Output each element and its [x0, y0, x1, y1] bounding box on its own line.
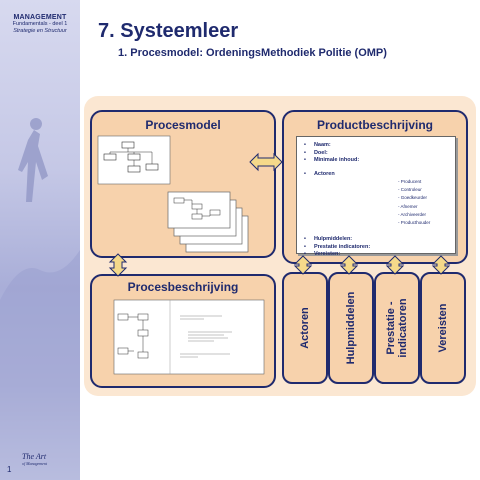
sidebar-figure-image: [0, 118, 80, 480]
actor-producthouder: Producthouder: [398, 219, 431, 227]
column-vereisten: Vereisten: [420, 272, 466, 384]
arrow-procesmodel-procesbeschrijving: [108, 253, 128, 277]
page-title: 7. Systeemleer: [98, 20, 239, 42]
productbeschrijving-panel: Productbeschrijving Naam: Doel: Minimale…: [282, 110, 468, 264]
arrow-col-hulpmiddelen: [339, 255, 359, 275]
procesmodel-title: Procesmodel: [145, 118, 221, 132]
procesmodel-illustration: [97, 135, 249, 253]
sidebar: MANAGEMENT Fundamentals - deel 1 Strateg…: [0, 0, 80, 480]
actor-goedkeurder: Goedkeurder: [398, 194, 430, 202]
actor-afnemer: Afnemer: [398, 203, 430, 211]
logo-subtext: of Management: [22, 461, 47, 466]
product-item-hulpmiddelen: Hulpmiddelen:: [304, 236, 370, 244]
logo-text: The Art: [22, 452, 47, 461]
column-hulpmiddelen: Hulpmiddelen: [328, 272, 374, 384]
column-prestatie-indicatoren: Prestatie - indicatoren: [374, 272, 420, 384]
product-item-doel: Doel:: [304, 150, 370, 158]
page-number: 1: [7, 465, 12, 474]
brand-tagline: Strategie en Structuur: [13, 28, 67, 34]
procesmodel-panel: Procesmodel: [90, 110, 276, 258]
brand-title: MANAGEMENT: [13, 14, 67, 21]
product-attribute-list: Naam: Doel: Minimale inhoud: Actoren Hul…: [304, 142, 370, 259]
procesbeschrijving-title: Procesbeschrijving: [127, 280, 239, 294]
actor-controleur: Controleur: [398, 186, 430, 194]
product-item-prestatie: Prestatie indicatoren:: [304, 244, 370, 252]
product-item-vereisten: Vereisten:: [304, 251, 370, 259]
actoren-sublist: Producent Controleur Goedkeurder Afnemer…: [398, 178, 431, 227]
actor-archiveerder: Archiveerder: [398, 211, 430, 219]
procesbeschrijving-panel: Procesbeschrijving: [90, 274, 276, 388]
brand-block: MANAGEMENT Fundamentals - deel 1 Strateg…: [0, 14, 80, 35]
product-item-actoren: Actoren: [304, 171, 370, 179]
page-subtitle: 1. Procesmodel: OrdeningsMethodiek Polit…: [118, 47, 387, 59]
arrow-col-prestatie: [385, 255, 405, 275]
logo: The Art of Management: [22, 452, 47, 466]
arrow-col-actoren: [293, 255, 313, 275]
procesbeschrijving-illustration: [113, 299, 265, 375]
brand-subtitle: Fundamentals - deel 1: [12, 21, 68, 27]
product-item-inhoud: Minimale inhoud:: [304, 157, 370, 165]
productbeschrijving-title: Productbeschrijving: [316, 118, 434, 132]
column-actoren: Actoren: [282, 272, 328, 384]
arrow-procesmodel-productbeschrijving: [249, 152, 283, 172]
arrow-col-vereisten: [431, 255, 451, 275]
actor-producent: Producent: [398, 178, 430, 186]
product-item-naam: Naam:: [304, 142, 370, 150]
